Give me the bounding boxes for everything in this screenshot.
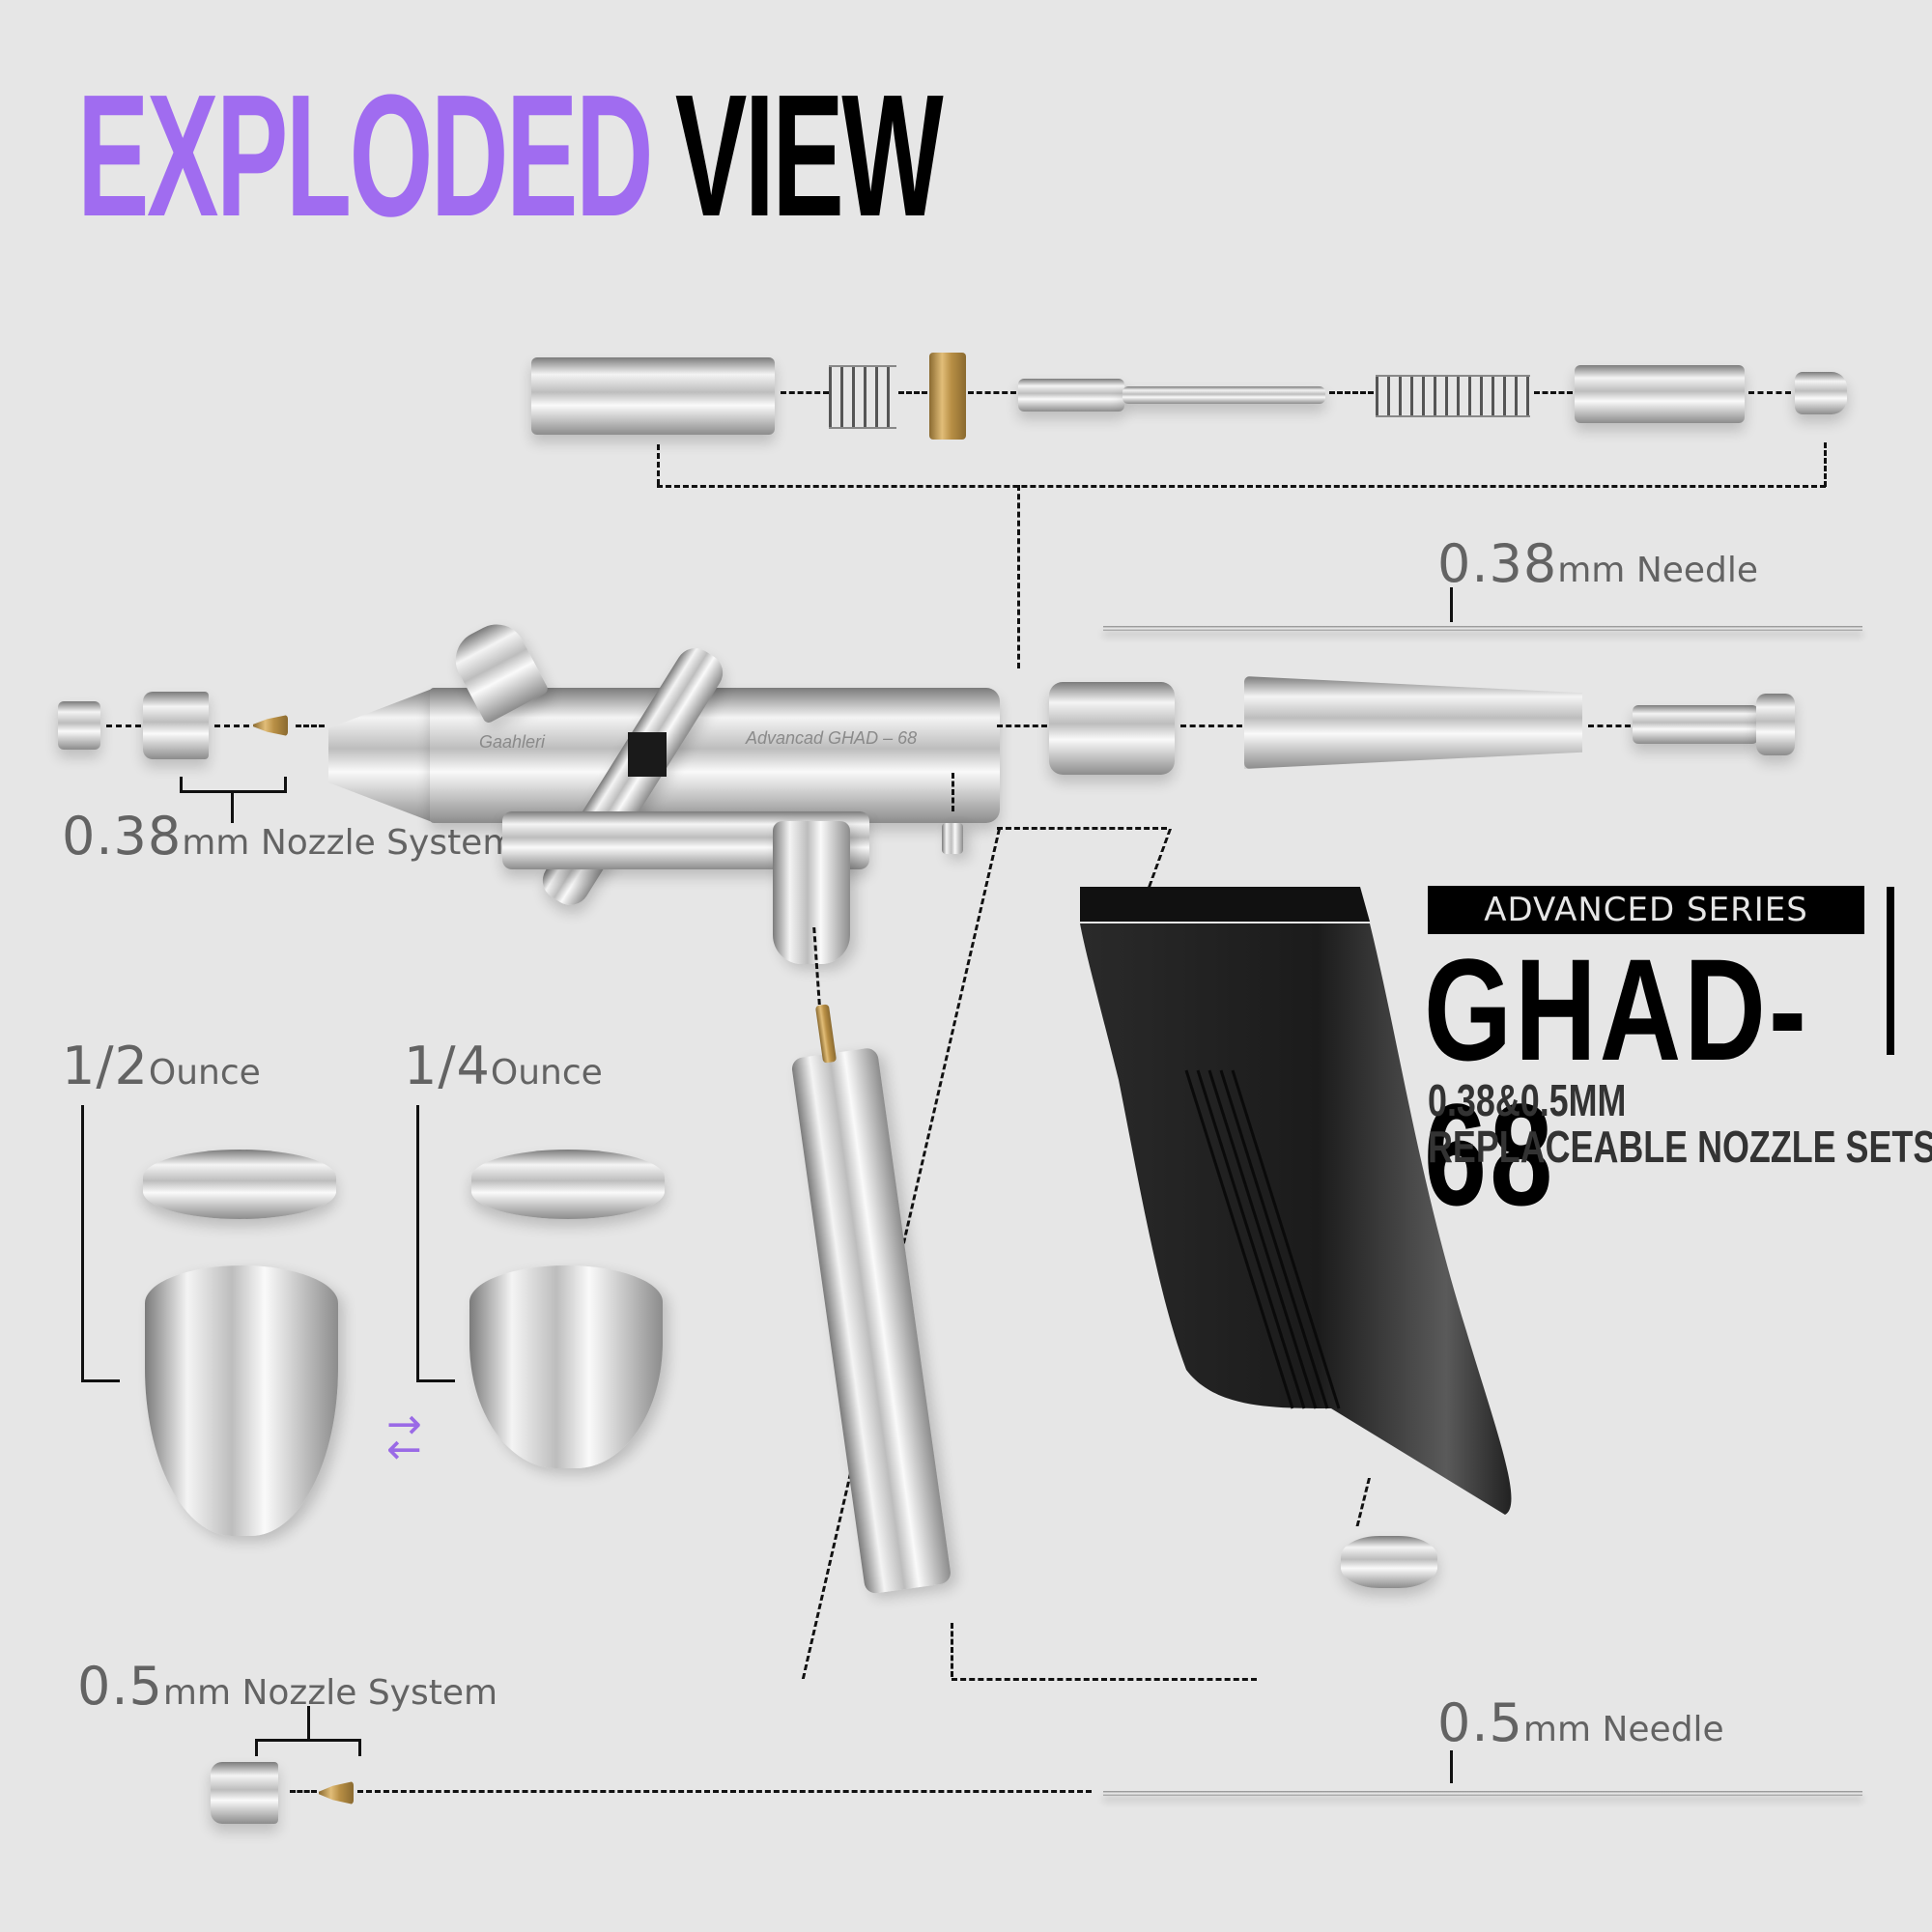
grip-nut-part — [1341, 1536, 1437, 1588]
cup-quarter-ounce-label: 1/4Ounce — [404, 1036, 603, 1096]
nozzle-05-part — [319, 1781, 354, 1804]
cutaway-screw-part — [1633, 705, 1758, 744]
handle-tail-part — [1244, 676, 1582, 769]
title-main: VIEW — [674, 59, 944, 253]
handle-sleeve-part — [531, 357, 775, 435]
nozzle-038-label: 0.38mm Nozzle System — [62, 806, 517, 867]
nozzle-cap-05-part — [211, 1762, 278, 1824]
needle-05-label: 0.5mm Needle — [1437, 1692, 1724, 1753]
cup-quarter-ounce — [469, 1265, 663, 1468]
spec-line-2: REPLACEABLE NOZZLE SETS — [1428, 1122, 1932, 1172]
spring-guide-part — [1575, 365, 1745, 423]
cup-half-ounce-label: 1/2Ounce — [62, 1036, 261, 1096]
spec-line-1: 0.38&0.5MM — [1428, 1075, 1627, 1125]
nozzle-adapter-part — [1049, 682, 1175, 775]
cup-half-ounce — [145, 1265, 338, 1536]
airbrush-body: Gaahleri Advancad GHAD – 68 — [328, 613, 1005, 964]
model-name: GHAD-68 — [1424, 928, 1810, 1236]
needle-038-label: 0.38mm Needle — [1437, 533, 1759, 594]
cup-lid-quarter — [471, 1150, 665, 1219]
brand-engraving: Gaahleri — [479, 732, 546, 752]
black-grip-part — [1080, 887, 1512, 1515]
title-accent: EXPLODED — [77, 59, 654, 253]
short-spring-part — [829, 365, 896, 429]
cup-lid-half — [143, 1150, 336, 1219]
nozzle-05-label: 0.5mm Nozzle System — [77, 1656, 498, 1717]
swap-left-arrow-icon: ← — [386, 1425, 422, 1474]
cutaway-screw-knob — [1756, 694, 1795, 755]
needle-cap-part — [58, 701, 100, 750]
divider-bar — [1887, 887, 1894, 1055]
model-engraving: Advancad GHAD – 68 — [746, 728, 918, 748]
needle-chuck-shaft — [1122, 386, 1325, 404]
long-spring-part — [1376, 375, 1530, 417]
brass-guide-part — [929, 353, 966, 440]
needle-038 — [1103, 626, 1862, 631]
chuck-nut-part — [1795, 372, 1847, 414]
nozzle-cap-038-part — [143, 692, 209, 759]
needle-chuck-part — [1018, 379, 1124, 412]
needle-05 — [1103, 1791, 1862, 1796]
nozzle-038-part — [253, 715, 288, 736]
swap-right-arrow-icon: → — [386, 1400, 422, 1449]
set-screw-part — [942, 823, 963, 854]
series-badge: ADVANCED SERIES — [1428, 886, 1864, 934]
